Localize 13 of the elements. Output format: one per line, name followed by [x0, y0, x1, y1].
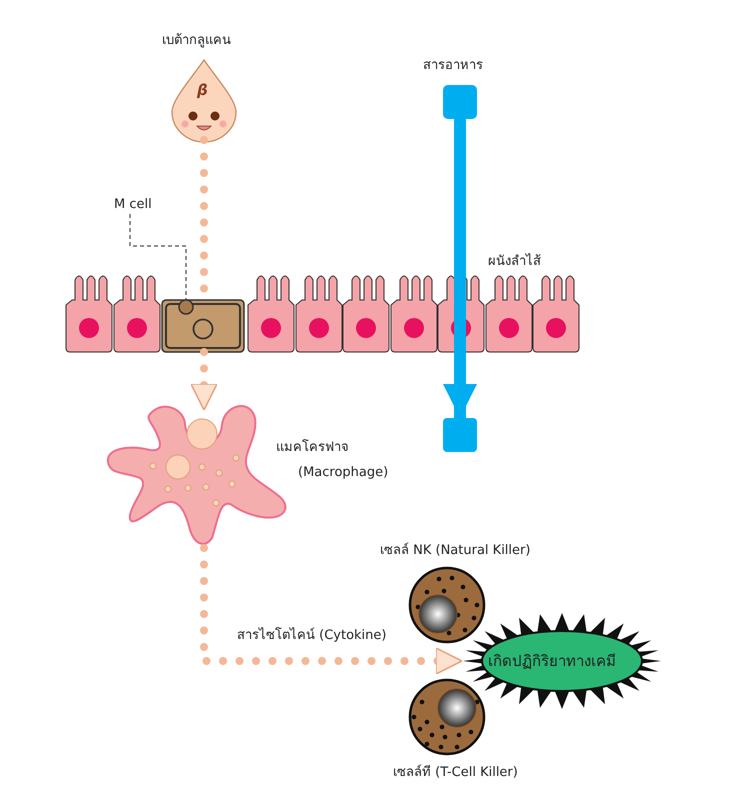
cell-label: เซลล์ NK (Natural Killer): [380, 543, 530, 559]
macrophage-label: (Macrophage): [298, 465, 388, 481]
name-label: เบต้ากลูแคน: [162, 33, 231, 49]
edge-label: สารไซโตไคน์ (Cytokine): [237, 628, 386, 644]
cell-label: M cell: [114, 197, 152, 213]
food-label: สารอาหาร: [423, 58, 483, 74]
beta-symbol: β: [197, 82, 208, 98]
cell-label: เซลล์ที (T-Cell Killer): [393, 765, 518, 781]
arrow: [443, 119, 477, 418]
reaction-label: เกิดปฏิกิริยาทางเคมี: [488, 653, 616, 669]
leader-line: [130, 214, 186, 300]
wall-label: ผนังลำไส้: [488, 254, 541, 270]
macrophage-label: แมคโครฟาจ: [276, 440, 349, 456]
